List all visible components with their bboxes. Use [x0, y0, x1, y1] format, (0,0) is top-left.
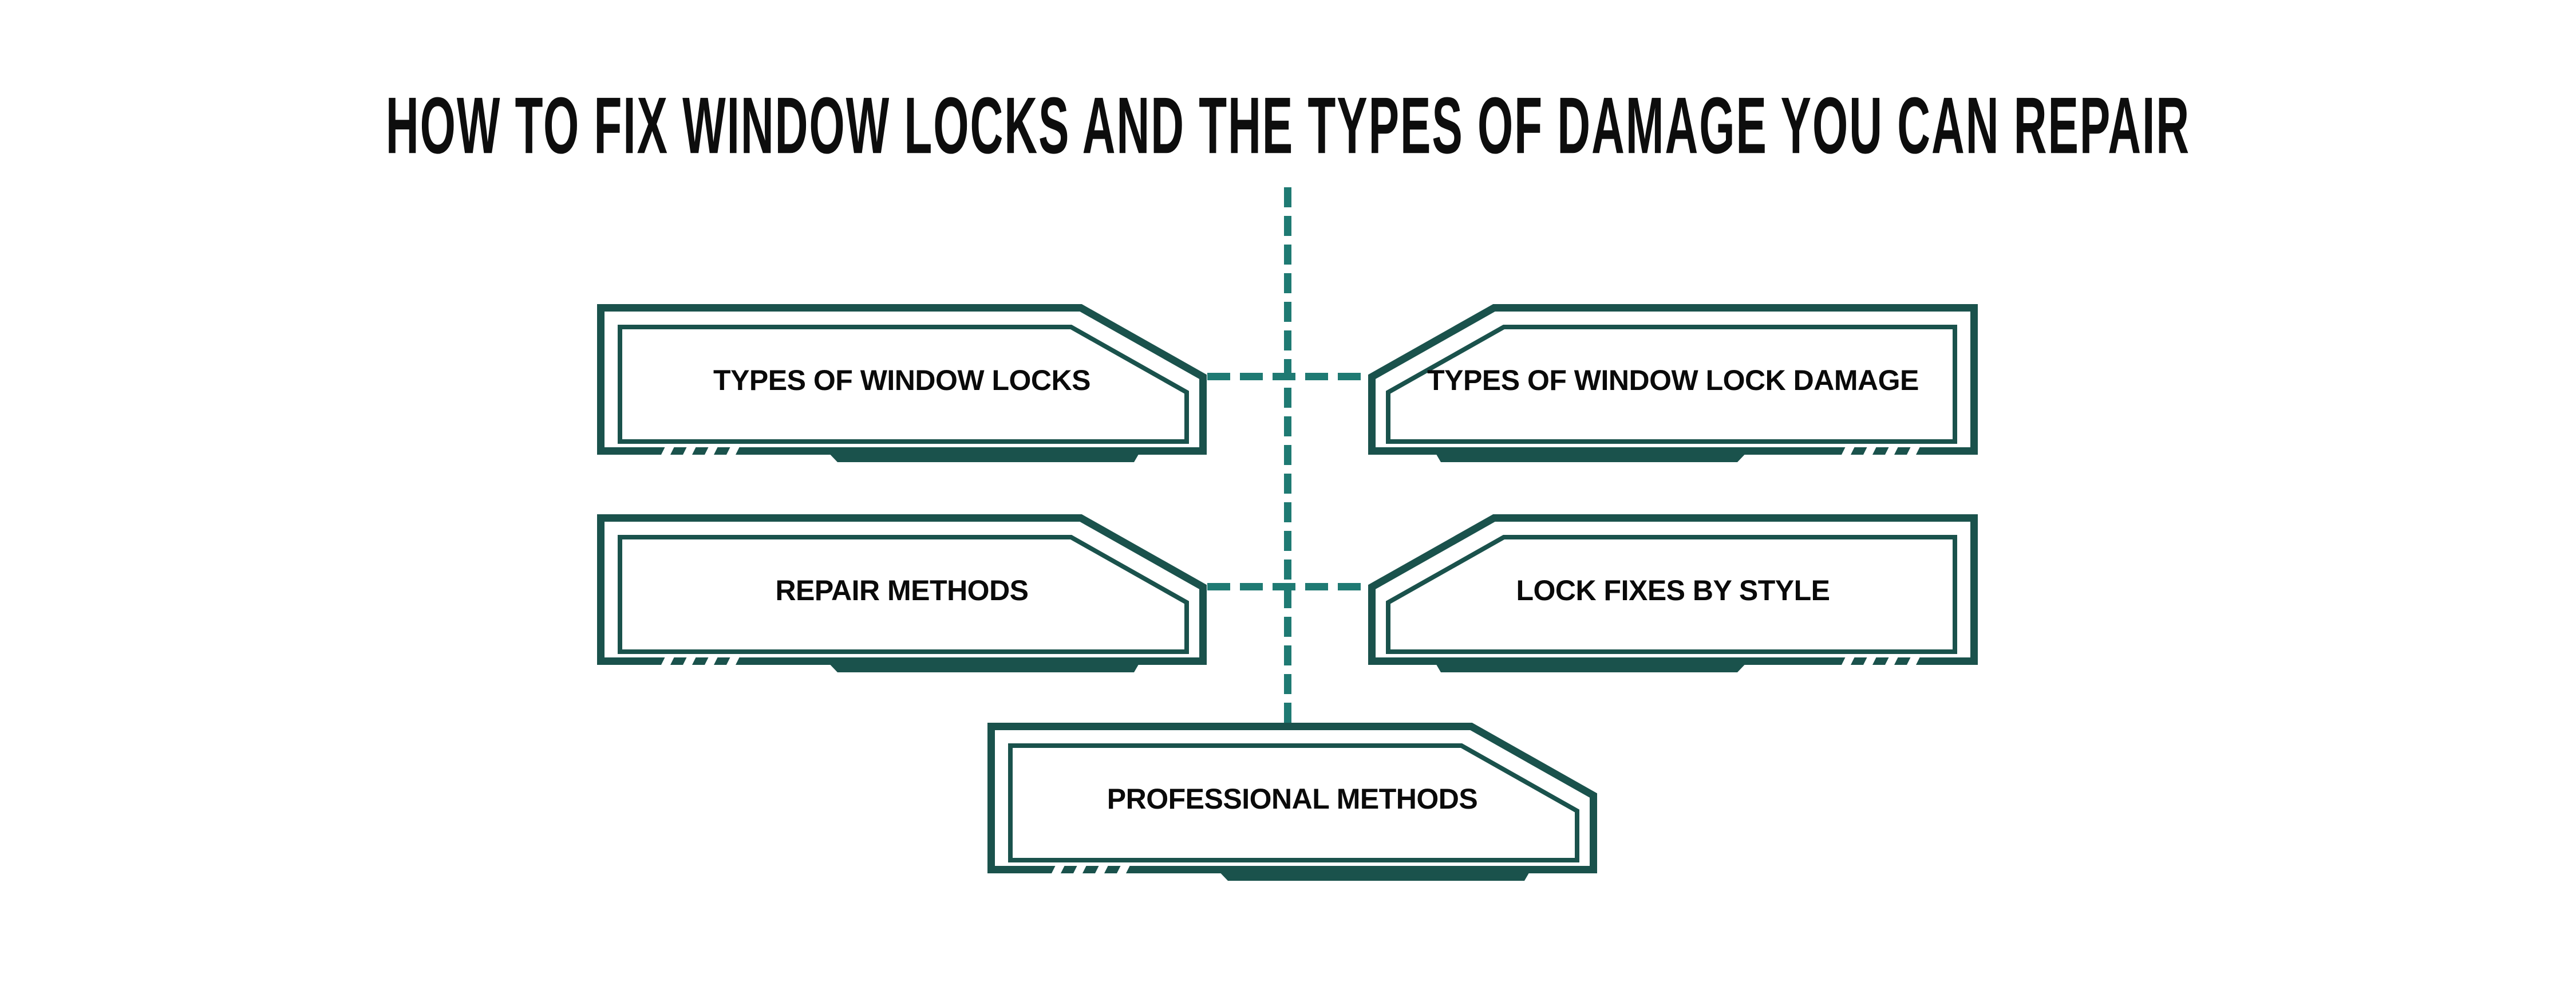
node-label: TYPES OF WINDOW LOCKS	[713, 364, 1091, 397]
row1-dashed-connector	[1207, 373, 1369, 380]
node-label-wrap: PROFESSIONAL METHODS	[1013, 747, 1571, 852]
node-label: TYPES OF WINDOW LOCK DAMAGE	[1427, 364, 1919, 397]
node-lock-fixes-by-style: LOCK FIXES BY STYLE	[1368, 514, 1978, 673]
page-title: HOW TO FIX WINDOW LOCKS AND THE TYPES OF…	[385, 81, 2191, 170]
node-label: PROFESSIONAL METHODS	[1107, 783, 1478, 815]
node-label-wrap: REPAIR METHODS	[623, 538, 1181, 644]
node-types-of-window-locks: TYPES OF WINDOW LOCKS	[597, 304, 1207, 463]
row2-dashed-connector	[1207, 583, 1369, 590]
node-types-of-window-lock-damage: TYPES OF WINDOW LOCK DAMAGE	[1368, 304, 1978, 463]
node-professional-methods: PROFESSIONAL METHODS	[987, 723, 1597, 882]
node-label-wrap: TYPES OF WINDOW LOCK DAMAGE	[1394, 328, 1952, 434]
vertical-dashed-connector	[1284, 182, 1291, 723]
node-label: LOCK FIXES BY STYLE	[1516, 574, 1831, 607]
node-label-wrap: LOCK FIXES BY STYLE	[1394, 538, 1952, 644]
node-label: REPAIR METHODS	[775, 574, 1029, 607]
node-repair-methods: REPAIR METHODS	[597, 514, 1207, 673]
node-label-wrap: TYPES OF WINDOW LOCKS	[623, 328, 1181, 434]
